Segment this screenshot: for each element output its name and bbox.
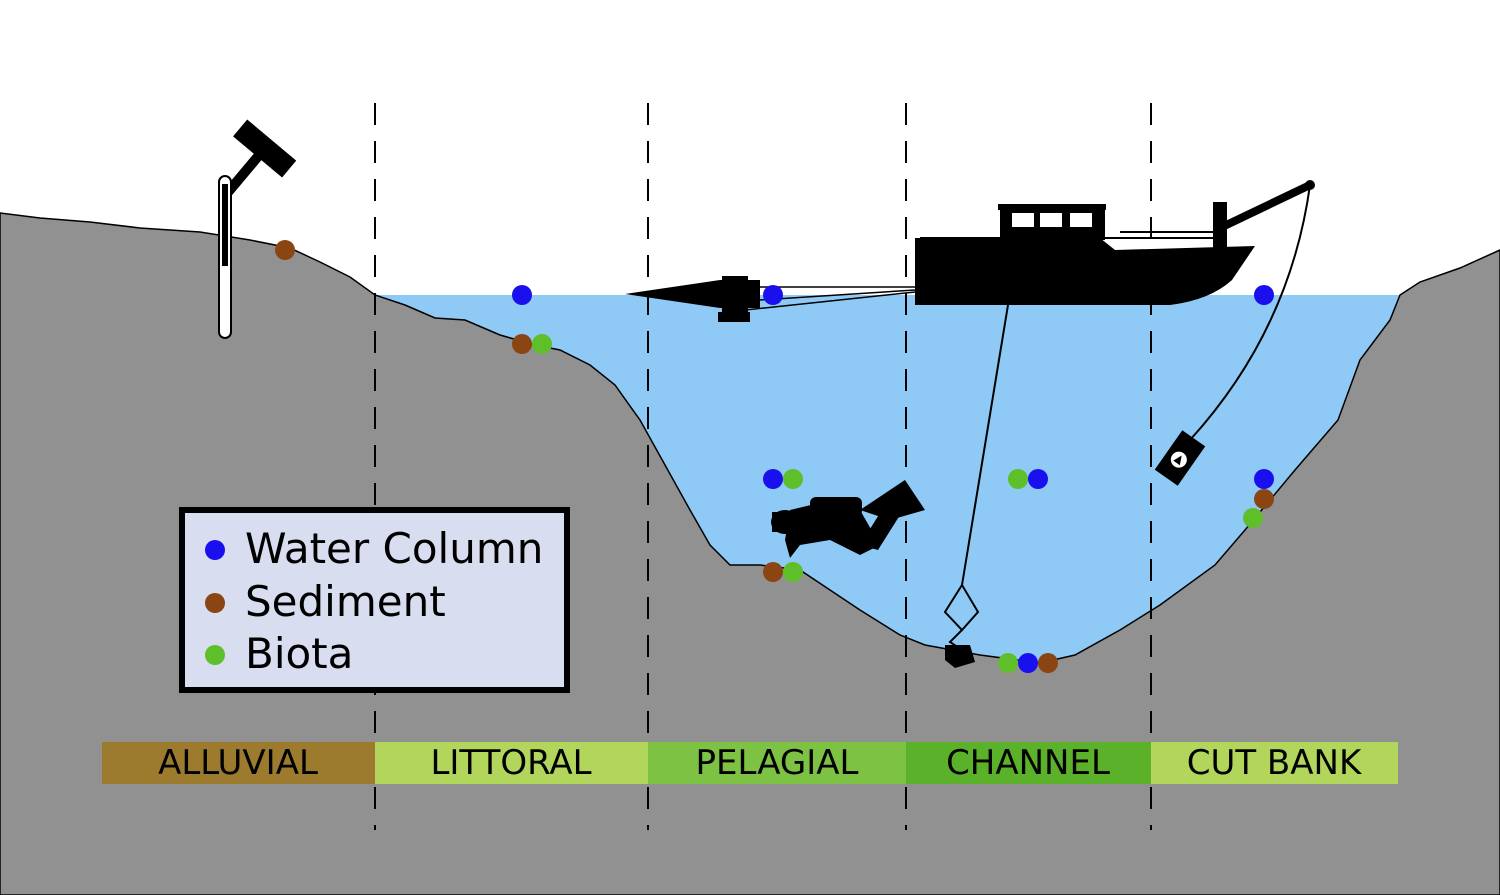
- sample-point-biota: [998, 653, 1018, 673]
- sample-point-water-column: [1254, 285, 1274, 305]
- sample-points: [275, 240, 1274, 673]
- sample-point-sediment: [1038, 653, 1058, 673]
- zone-label-channel: CHANNEL: [946, 743, 1110, 783]
- legend-label-biota: Biota: [245, 629, 353, 678]
- boat-icon: [915, 204, 1255, 305]
- sample-point-water-column: [1018, 653, 1038, 673]
- towed-net-icon: [625, 276, 916, 322]
- zone-label-littoral: LITTORAL: [430, 743, 591, 783]
- sample-point-water-column: [1028, 469, 1048, 489]
- legend-marker: [205, 540, 225, 560]
- legend-label-water-column: Water Column: [245, 524, 543, 573]
- sample-point-biota: [1243, 508, 1263, 528]
- sample-point-sediment: [512, 334, 532, 354]
- sample-point-water-column: [763, 469, 783, 489]
- water-body: [375, 295, 1400, 663]
- diver-icon: [771, 480, 925, 558]
- sample-point-biota: [1008, 469, 1028, 489]
- sample-point-sediment: [275, 240, 295, 260]
- sample-point-biota: [783, 562, 803, 582]
- zone-alluvial: [102, 742, 375, 784]
- crane-icon: [1189, 180, 1315, 441]
- zone-label-pelagial: PELAGIAL: [696, 743, 859, 783]
- zone-bar: ALLUVIAL LITTORAL PELAGIAL CHANNEL CUT B…: [102, 742, 1398, 784]
- zone-label-alluvial: ALLUVIAL: [158, 743, 318, 783]
- water-sampler-icon: [1154, 430, 1206, 486]
- legend-label-sediment: Sediment: [245, 577, 446, 626]
- zone-label-cut-bank: CUT BANK: [1187, 743, 1363, 783]
- sample-point-water-column: [1254, 469, 1274, 489]
- zone-pelagial: [648, 742, 906, 784]
- sample-point-water-column: [763, 285, 783, 305]
- zone-littoral: [375, 742, 648, 784]
- grab-sampler-icon: [943, 304, 1009, 668]
- sample-point-sediment: [763, 562, 783, 582]
- sediment-core-icon: [218, 175, 232, 339]
- sample-point-sediment: [1254, 489, 1274, 509]
- zone-channel: [906, 742, 1151, 784]
- sample-point-water-column: [512, 285, 532, 305]
- legend: Water Column Sediment Biota: [179, 507, 570, 693]
- legend-marker: [205, 593, 225, 613]
- legend-marker: [205, 645, 225, 665]
- sample-point-biota: [783, 469, 803, 489]
- zone-cut-bank: [1151, 742, 1398, 784]
- sample-point-biota: [532, 334, 552, 354]
